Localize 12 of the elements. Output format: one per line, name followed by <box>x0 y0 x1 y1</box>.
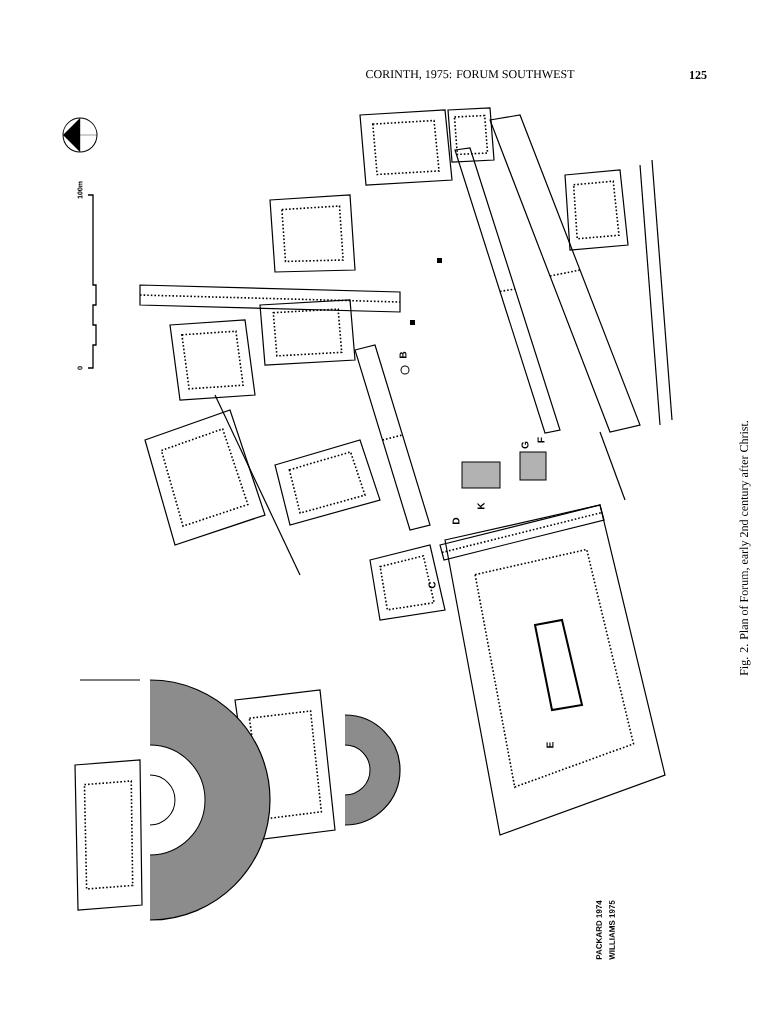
plan-letter: C <box>428 581 436 589</box>
plan-letter: D <box>452 517 460 524</box>
figure-caption: Fig. 2. Plan of Forum, early 2nd century after Christ. <box>739 420 751 676</box>
plan-letter: G <box>521 441 529 449</box>
plan-letter: F <box>537 437 545 443</box>
credit-text: WILLIAMS 1975 <box>609 900 615 960</box>
plan-letter: B <box>399 351 407 358</box>
page-header: CORINTH, 1975: FORUM SOUTHWEST <box>366 70 575 80</box>
page-number: 125 <box>689 70 707 80</box>
plan-letter: E <box>546 742 554 748</box>
credit-text: PACKARD 1974 <box>596 900 602 960</box>
plan-letter: K <box>477 502 485 509</box>
